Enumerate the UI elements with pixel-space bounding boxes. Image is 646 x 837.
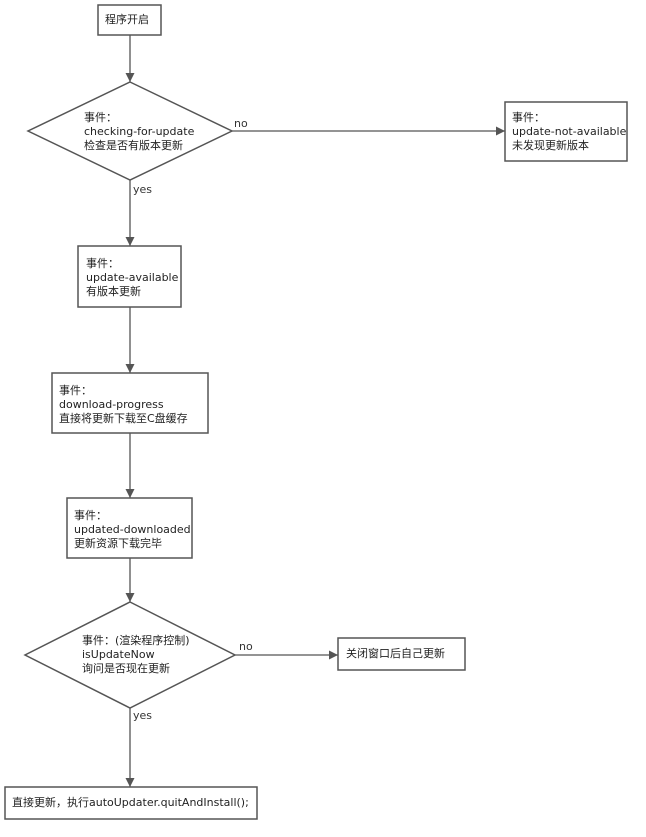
progress-line2: download-progress — [59, 398, 164, 411]
progress-line1: 事件： — [59, 384, 92, 397]
decision-now-text: 事件：(渲染程序控制) isUpdateNow 询问是否现在更新 — [82, 634, 190, 676]
no-update-line2: update-not-available — [512, 125, 627, 138]
updated-downloaded-node — [66, 497, 193, 559]
decision-check-line1: 事件： — [84, 111, 117, 124]
start-node — [97, 4, 162, 36]
available-line3: 有版本更新 — [86, 285, 141, 298]
decision-now-line3: 询问是否现在更新 — [82, 662, 170, 675]
downloaded-line2: updated-downloaded — [74, 523, 191, 536]
no-update-text: 事件： update-not-available 未发现更新版本 — [512, 111, 626, 153]
no-update-line1: 事件： — [512, 111, 545, 124]
edge-label-no-1: no — [234, 117, 248, 130]
decision-check-for-update — [26, 81, 234, 181]
decision-now-line2: isUpdateNow — [82, 648, 155, 661]
decision-check-text: 事件： checking-for-update 检查是否有版本更新 — [84, 111, 194, 153]
downloaded-line3: 更新资源下载完毕 — [74, 537, 162, 550]
downloaded-line1: 事件： — [74, 509, 107, 522]
decision-check-line3: 检查是否有版本更新 — [84, 139, 183, 152]
install-now-label: 直接更新，执行autoUpdater.quitAndInstall(); — [12, 796, 249, 809]
decision-check-line2: checking-for-update — [84, 125, 195, 138]
available-line1: 事件： — [86, 257, 119, 270]
decision-now-line1: 事件：(渲染程序控制) — [82, 634, 190, 647]
start-label: 程序开启 — [105, 13, 149, 26]
edge-label-yes-1: yes — [133, 183, 153, 196]
available-text: 事件： update-available 有版本更新 — [86, 257, 178, 299]
edge-label-no-2: no — [239, 640, 253, 653]
update-not-available-node — [504, 101, 628, 162]
decision-is-update-now — [23, 601, 237, 709]
close-update-label: 关闭窗口后自己更新 — [346, 647, 445, 660]
progress-line3: 直接将更新下载至C盘缓存 — [59, 412, 188, 425]
no-update-line3: 未发现更新版本 — [512, 139, 589, 152]
available-line2: update-available — [86, 271, 179, 284]
edge-label-yes-2: yes — [133, 709, 153, 722]
progress-text: 事件： download-progress 直接将更新下载至C盘缓存 — [59, 384, 188, 426]
downloaded-text: 事件： updated-downloaded 更新资源下载完毕 — [74, 509, 191, 551]
install-now-node — [4, 786, 258, 820]
close-window-update-node — [337, 637, 466, 671]
update-available-node — [77, 245, 182, 308]
download-progress-node — [51, 372, 209, 434]
